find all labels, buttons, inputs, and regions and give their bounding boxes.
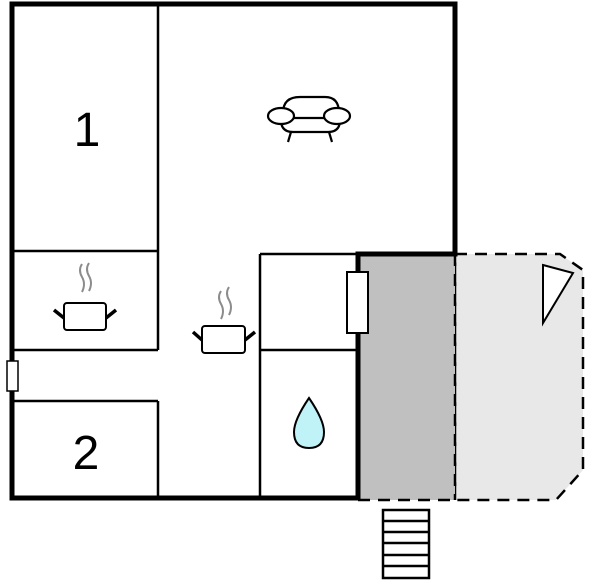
room-label-1: 1 <box>74 104 101 157</box>
stairs-icon <box>381 508 431 580</box>
water-drop-icon <box>292 396 326 450</box>
window-left <box>6 360 19 392</box>
open-terrace <box>453 252 585 502</box>
cooking-pot-icon <box>191 286 257 354</box>
interior-walls <box>12 4 358 498</box>
sofa-icon <box>266 95 352 143</box>
window-terrace <box>346 271 369 334</box>
room-label-2: 2 <box>73 427 100 480</box>
triangle-icon <box>542 263 575 327</box>
cooking-pot-icon <box>52 262 118 331</box>
covered-terrace <box>358 254 455 500</box>
exterior-walls <box>9 1 458 501</box>
